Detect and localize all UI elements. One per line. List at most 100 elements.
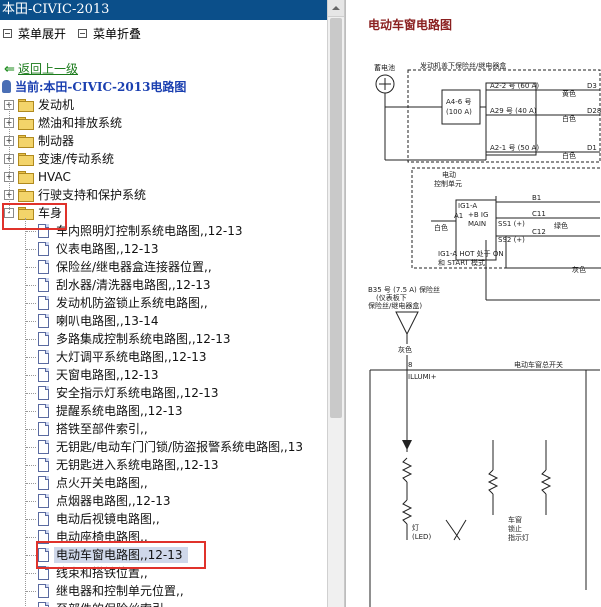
a29-fuse-label: A29 号 (40 A): [490, 107, 537, 115]
tree-document-label: 天窗电路图,,12-13: [56, 368, 159, 382]
document-icon: [38, 584, 49, 598]
menu-expand-button[interactable]: 菜单展开: [3, 24, 66, 44]
ss1-label: SS1 (+): [498, 220, 525, 228]
illumi-label: ILLUMI+: [408, 373, 437, 381]
wire-white-label-3: 白色: [434, 223, 448, 232]
document-icon: [38, 422, 49, 436]
tree-guide-line: [26, 321, 36, 322]
scroll-up-arrow-icon[interactable]: [328, 0, 344, 17]
tree-folder-label: 行驶支持和保护系统: [38, 188, 147, 202]
tree-folder-label: 制动器: [38, 134, 75, 148]
tree-document-label: 搭铁至部件索引,,: [56, 422, 148, 436]
b35-label: B35 号 (7.5 A) 保险丝: [368, 285, 440, 294]
collapse-icon: [78, 29, 87, 38]
pin-d28-label: D28: [587, 107, 601, 115]
window-title: 本田-CIVIC-2013: [0, 0, 327, 20]
wiring-diagram: 蓄电池 发动机盖下保险丝/继电器盒 A4-6 号 (100 A) A2-2 号 …: [368, 61, 601, 607]
tree-document-label: 多路集成控制系统电路图,,12-13: [56, 332, 231, 346]
document-icon: [38, 404, 49, 418]
tree-guide-line: [25, 218, 26, 607]
folder-icon: [18, 189, 34, 202]
tree-document-label: 安全指示灯系统电路图,,12-13: [56, 386, 219, 400]
wire-gray-label: 灰色: [572, 265, 586, 274]
tree-guide-line: [26, 357, 36, 358]
tree-folder-label: 发动机: [38, 98, 75, 112]
a2-fuse-label: A2-2 号 (60 A): [490, 82, 539, 90]
pin-a1-label: A1: [454, 212, 463, 220]
expand-icon: [3, 29, 12, 38]
current-label: 当前:本田-CIVIC-2013电路图: [15, 80, 187, 94]
tree-document-label: 至部件的保险丝索引,,: [56, 600, 172, 607]
scrollbar-thumb[interactable]: [330, 18, 342, 418]
ctrl-unit-label-2: 控制单元: [434, 179, 462, 188]
tree-folder-label: 变速/传动系统: [38, 152, 115, 166]
back-link[interactable]: 返回上一级: [18, 62, 79, 76]
current-location: 当前:本田-CIVIC-2013电路图: [2, 78, 186, 96]
led-label: (LED): [412, 533, 431, 541]
document-icon: [38, 602, 49, 607]
document-viewer: 电动车窗电路图: [345, 0, 601, 607]
document-icon: [38, 368, 49, 382]
menu-collapse-button[interactable]: 菜单折叠: [78, 24, 141, 44]
tree-document-label: 点火开关电路图,,: [56, 476, 148, 490]
tree-guide-line: [26, 249, 36, 250]
document-icon: [38, 512, 49, 526]
menu-expand-label: 菜单展开: [18, 27, 67, 41]
ss2-label: SS2 (+): [498, 236, 525, 244]
back-arrow-icon: ⇐: [4, 62, 15, 77]
tree-scrollbar[interactable]: [327, 0, 345, 607]
b35-sub-label-2: 保险丝/继电器盒): [368, 301, 422, 310]
document-icon: [38, 494, 49, 508]
wire-green-label: 绿色: [554, 221, 568, 230]
tree-document-label: 发动机防盗锁止系统电路图,,: [56, 296, 208, 310]
tree-guide-line: [26, 537, 36, 538]
document-icon: [38, 548, 49, 562]
ig1a-label: IG1-A: [458, 202, 477, 210]
tree-guide-line: [26, 591, 36, 592]
pin-d1-label: D1: [587, 144, 597, 152]
document-icon: [38, 458, 49, 472]
tree-guide-line: [26, 231, 36, 232]
a4-fuse-box: [441, 89, 481, 125]
tree-guide-line: [26, 465, 36, 466]
tree-guide-line: [26, 339, 36, 340]
document-icon: [38, 224, 49, 238]
folder-icon: [18, 135, 34, 148]
location-icon: [2, 80, 11, 93]
document-title: 电动车窗电路图: [368, 18, 453, 32]
tree-document-label: 喇叭电路图,,13-14: [56, 314, 159, 328]
fuse-box-outline: [407, 69, 601, 163]
tree-guide-line: [26, 285, 36, 286]
document-icon: [38, 278, 49, 292]
a4-amp-label: (100 A): [446, 108, 472, 116]
tree-guide-line: [26, 375, 36, 376]
tree-document-label: 电动车窗电路图,,12-13: [56, 548, 183, 562]
tree-document-label: 点烟器电路图,,12-13: [56, 494, 171, 508]
lock-label-2: 锁止: [508, 524, 522, 533]
document-icon: [38, 386, 49, 400]
lock-label-1: 车窗: [508, 515, 522, 524]
pin-8-label: 8: [408, 361, 412, 369]
tree-document-label: 无钥匙进入系统电路图,,12-13: [56, 458, 219, 472]
tree-guide-line: [26, 303, 36, 304]
tree-document-label: 电动座椅电路图,,: [56, 530, 148, 544]
wire-gray-label-2: 灰色: [398, 345, 412, 354]
a4-fuse-label: A4-6 号: [446, 98, 471, 106]
tree-guide-line: [26, 573, 36, 574]
back-row[interactable]: ⇐返回上一级: [4, 60, 78, 78]
wire-white-label-1: 白色: [562, 114, 576, 123]
folder-open-icon: [18, 207, 34, 220]
ig-main-label: +B IG: [468, 211, 488, 219]
document-icon: [38, 296, 49, 310]
document-icon: [38, 476, 49, 490]
lamp-label: 灯: [412, 523, 419, 532]
tree-guide-line: [9, 104, 10, 212]
wire-yellow-label: 黄色: [562, 89, 576, 98]
main-label: MAIN: [468, 220, 486, 228]
tree-document-label: 继电器和控制单元位置,,: [56, 584, 184, 598]
menu-collapse-label: 菜单折叠: [93, 27, 142, 41]
document-icon: [38, 530, 49, 544]
highlight-box-window-diagram: [36, 541, 206, 569]
pin-c12-label: C12: [532, 228, 546, 236]
b35-sub-label-1: (仪表板下: [376, 293, 407, 302]
